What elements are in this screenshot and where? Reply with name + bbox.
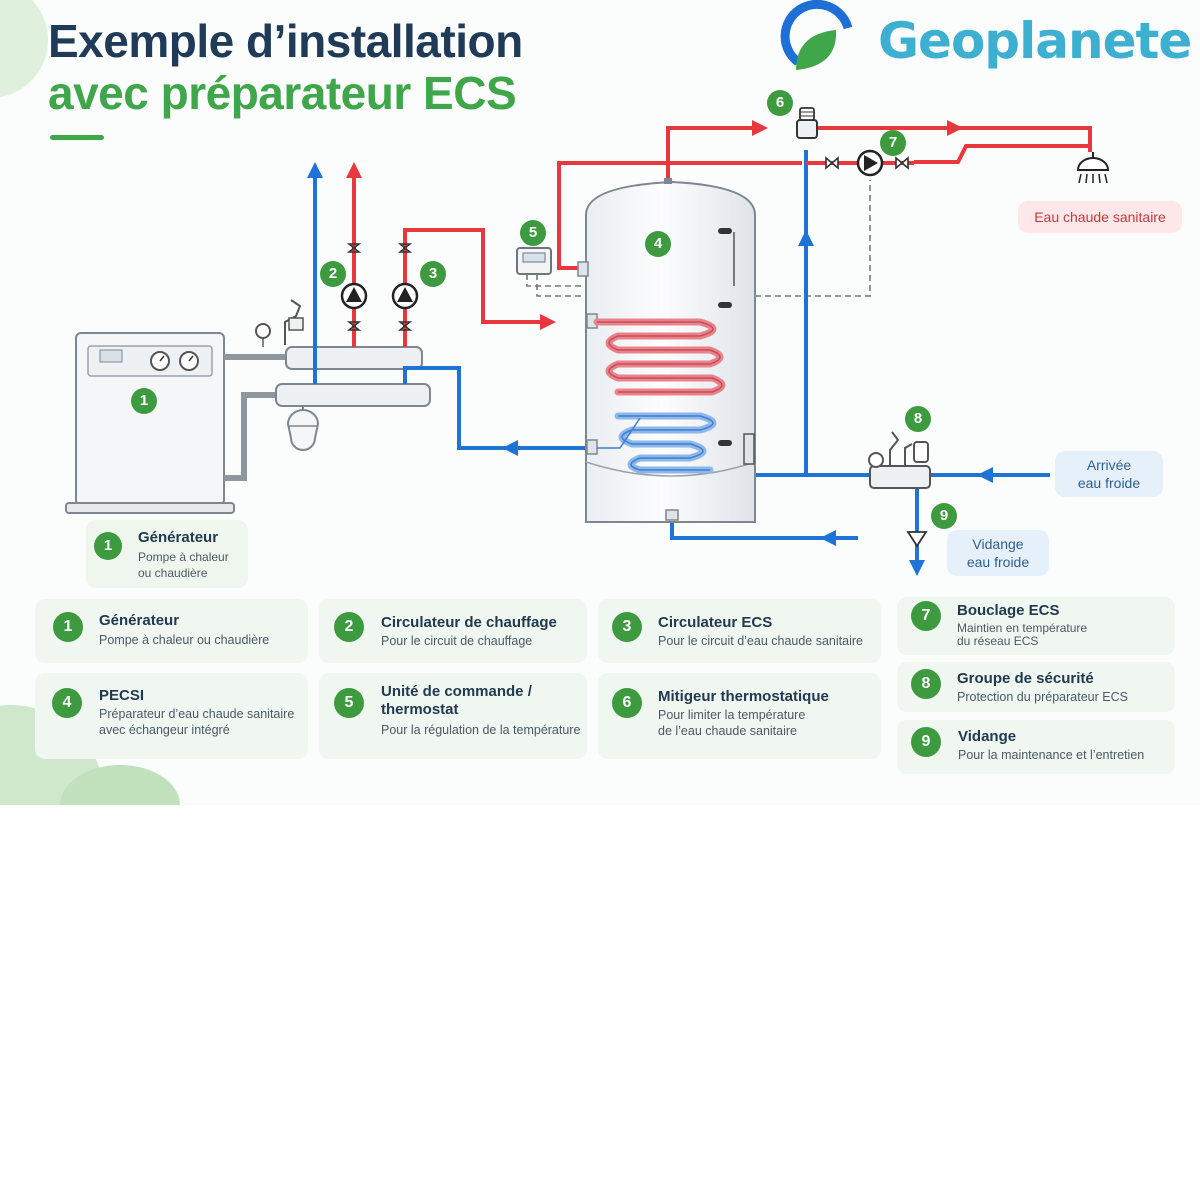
legend-subtitle: Pour le circuit d’eau chaude sanitaire <box>658 634 863 648</box>
legend-title: Unité de commande / thermostat <box>381 683 532 718</box>
dhw-hot-pipes <box>557 120 1092 270</box>
legend-card-7: 7 Bouclage ECS Maintien en température d… <box>897 597 1175 655</box>
legend-subtitle: Protection du préparateur ECS <box>957 690 1128 704</box>
legend-title: Mitigeur thermostatique <box>658 688 829 705</box>
hot-water-tag: Eau chaude sanitaire <box>1018 201 1182 233</box>
marker-8: 8 <box>905 406 931 432</box>
ecs-circulator <box>391 243 419 331</box>
legend-subtitle: Maintien en température du réseau ECS <box>957 621 1088 649</box>
thermostatic-mixer <box>796 107 818 139</box>
title-line-2: avec préparateur ECS <box>48 67 517 119</box>
legend-badge: 6 <box>612 688 642 718</box>
cold-inlet-tag: Arrivée eau froide <box>1055 451 1163 497</box>
dhw-tank <box>577 178 756 523</box>
legend-badge: 5 <box>334 688 364 718</box>
safety-group <box>868 431 931 548</box>
generator-card-badge: 1 <box>94 532 122 560</box>
installation-diagram <box>0 0 1110 805</box>
control-unit <box>516 180 871 297</box>
legend-badge: 8 <box>911 669 941 699</box>
legend-title: Circulateur de chauffage <box>381 614 557 631</box>
leaf-in-ring-icon <box>780 0 853 70</box>
marker-7: 7 <box>880 130 906 156</box>
shower-icon <box>1076 152 1110 184</box>
legend-badge: 1 <box>53 612 83 642</box>
legend-card-8: 8 Groupe de sécurité Protection du prépa… <box>897 662 1175 712</box>
legend-card-3: 3 Circulateur ECS Pour le circuit d’eau … <box>598 599 881 663</box>
legend-card-4: 4 PECSI Préparateur d’eau chaude sanitai… <box>35 673 308 759</box>
legend-card-1: 1 Générateur Pompe à chaleur ou chaudièr… <box>35 599 308 663</box>
drain-tag: Vidange eau froide <box>947 530 1049 576</box>
hydraulic-manifold <box>255 299 431 451</box>
legend-card-6: 6 Mitigeur thermostatique Pour limiter l… <box>598 673 881 759</box>
marker-6: 6 <box>767 90 793 116</box>
legend-card-9: 9 Vidange Pour la maintenance et l’entre… <box>897 720 1175 774</box>
legend-title: PECSI <box>99 687 145 704</box>
legend-subtitle: Pompe à chaleur ou chaudière <box>99 633 270 647</box>
brand: Geoplanete <box>868 12 1192 70</box>
legend-badge: 7 <box>911 601 941 631</box>
legend-badge: 2 <box>334 612 364 642</box>
infographic: Exemple d’installation avec préparateur … <box>0 0 1193 805</box>
title-line-1: Exemple d’installation <box>48 15 523 67</box>
marker-5: 5 <box>520 220 546 246</box>
legend-title: Bouclage ECS <box>957 602 1060 619</box>
dhw-cold-pipes <box>670 150 1050 576</box>
generator-card-subtitle: Pompe à chaleur ou chaudière <box>138 550 229 580</box>
page-title: Exemple d’installation avec préparateur … <box>48 18 523 116</box>
marker-3: 3 <box>420 261 446 287</box>
generator-unit <box>65 332 235 514</box>
legend-subtitle: Pour le circuit de chauffage <box>381 634 533 648</box>
generator-pipes <box>224 354 287 481</box>
legend-title: Vidange <box>958 728 1017 745</box>
marker-4: 4 <box>645 231 671 257</box>
marker-2: 2 <box>320 261 346 287</box>
marker-1: 1 <box>131 388 157 414</box>
heating-circuit-pipes <box>307 162 588 456</box>
legend-title: Circulateur ECS <box>658 614 773 631</box>
legend-subtitle: Préparateur d’eau chaude sanitaire avec … <box>99 707 295 737</box>
legend-title: Générateur <box>99 612 180 629</box>
legend-badge: 9 <box>911 727 941 757</box>
generator-label-card: 1 Générateur Pompe à chaleur ou chaudièr… <box>86 520 248 588</box>
legend-card-2: 2 Circulateur de chauffage Pour le circu… <box>319 599 587 663</box>
legend-badge: 4 <box>52 688 82 718</box>
legend-badge: 3 <box>612 612 642 642</box>
legend-card-5: 5 Unité de commande / thermostat Pour la… <box>319 673 587 759</box>
legend-subtitle: Pour la régulation de la température <box>381 723 581 737</box>
brand-name: Geoplanete <box>878 12 1192 70</box>
dhw-loop-pump <box>806 149 914 177</box>
legend-subtitle: Pour limiter la température de l’eau cha… <box>658 708 806 738</box>
heating-circulator <box>340 243 368 331</box>
title-underline <box>50 135 104 140</box>
legend-subtitle: Pour la maintenance et l’entretien <box>958 748 1145 762</box>
marker-9: 9 <box>931 503 957 529</box>
generator-card-title: Générateur <box>138 529 219 546</box>
legend-title: Groupe de sécurité <box>957 670 1094 687</box>
